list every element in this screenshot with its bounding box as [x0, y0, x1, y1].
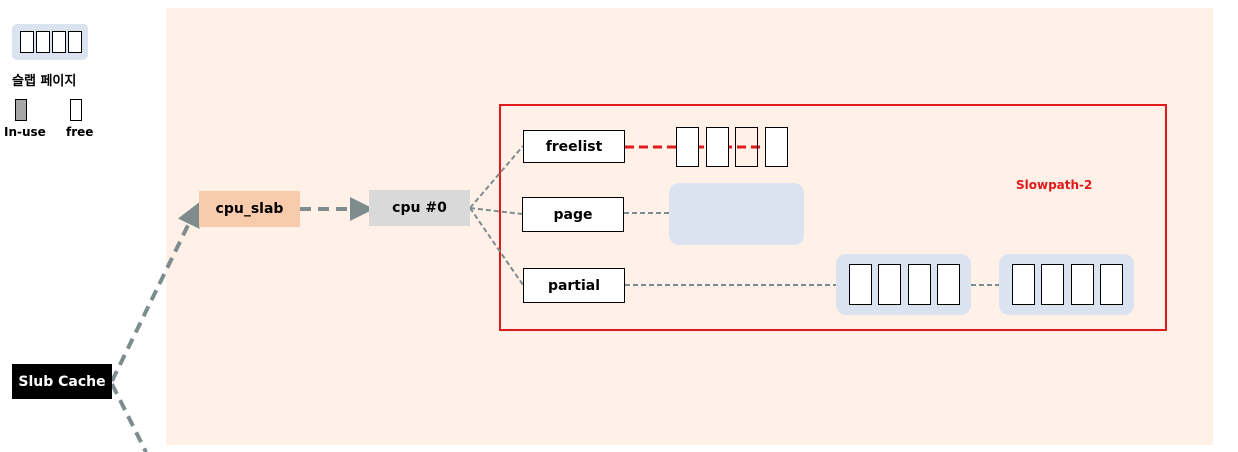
legend-object-cell — [20, 31, 34, 53]
freelist-object-cell — [735, 127, 758, 167]
partial-slab-page-2 — [999, 254, 1134, 315]
object-cell — [849, 264, 872, 305]
object-cell — [1071, 264, 1094, 305]
legend-object-cell — [68, 31, 82, 53]
legend-object-cell — [36, 31, 50, 53]
object-cell — [937, 264, 960, 305]
legend-inuse-label: In-use — [4, 125, 46, 139]
object-cell — [878, 264, 901, 305]
slub-cache-node: Slub Cache — [12, 364, 112, 399]
legend-object-cell — [52, 31, 66, 53]
freelist-object-cell — [706, 127, 729, 167]
legend-free-label: free — [66, 125, 94, 139]
object-cell — [908, 264, 931, 305]
slub-to-next-line — [110, 383, 148, 452]
freelist-object-cell — [765, 127, 788, 167]
freelist-field: freelist — [523, 130, 625, 163]
cpu0-to-freelist-line — [469, 145, 524, 209]
legend-free-swatch — [70, 99, 82, 121]
object-cell — [1041, 264, 1064, 305]
cpu-slab-node: cpu_slab — [199, 191, 300, 227]
current-slab-page — [669, 183, 804, 245]
legend-slab-page — [12, 24, 88, 60]
legend-slab-page-label: 슬랩 페이지 — [12, 74, 77, 89]
slub-to-cpuslab-arrow — [110, 202, 200, 382]
object-cell — [1100, 264, 1123, 305]
page-field: page — [522, 197, 624, 232]
slowpath-label: Slowpath-2 — [1016, 178, 1093, 192]
cpu0-node: cpu #0 — [369, 190, 470, 226]
legend-inuse-swatch — [15, 99, 27, 121]
partial-field: partial — [523, 268, 625, 303]
partial-slab-page-1 — [836, 254, 971, 315]
slowpath-region — [499, 104, 1167, 331]
cpu0-to-page-line — [469, 207, 523, 215]
object-cell — [1012, 264, 1035, 305]
freelist-object-cell — [676, 127, 699, 167]
cpu0-to-partial-line — [469, 207, 524, 286]
